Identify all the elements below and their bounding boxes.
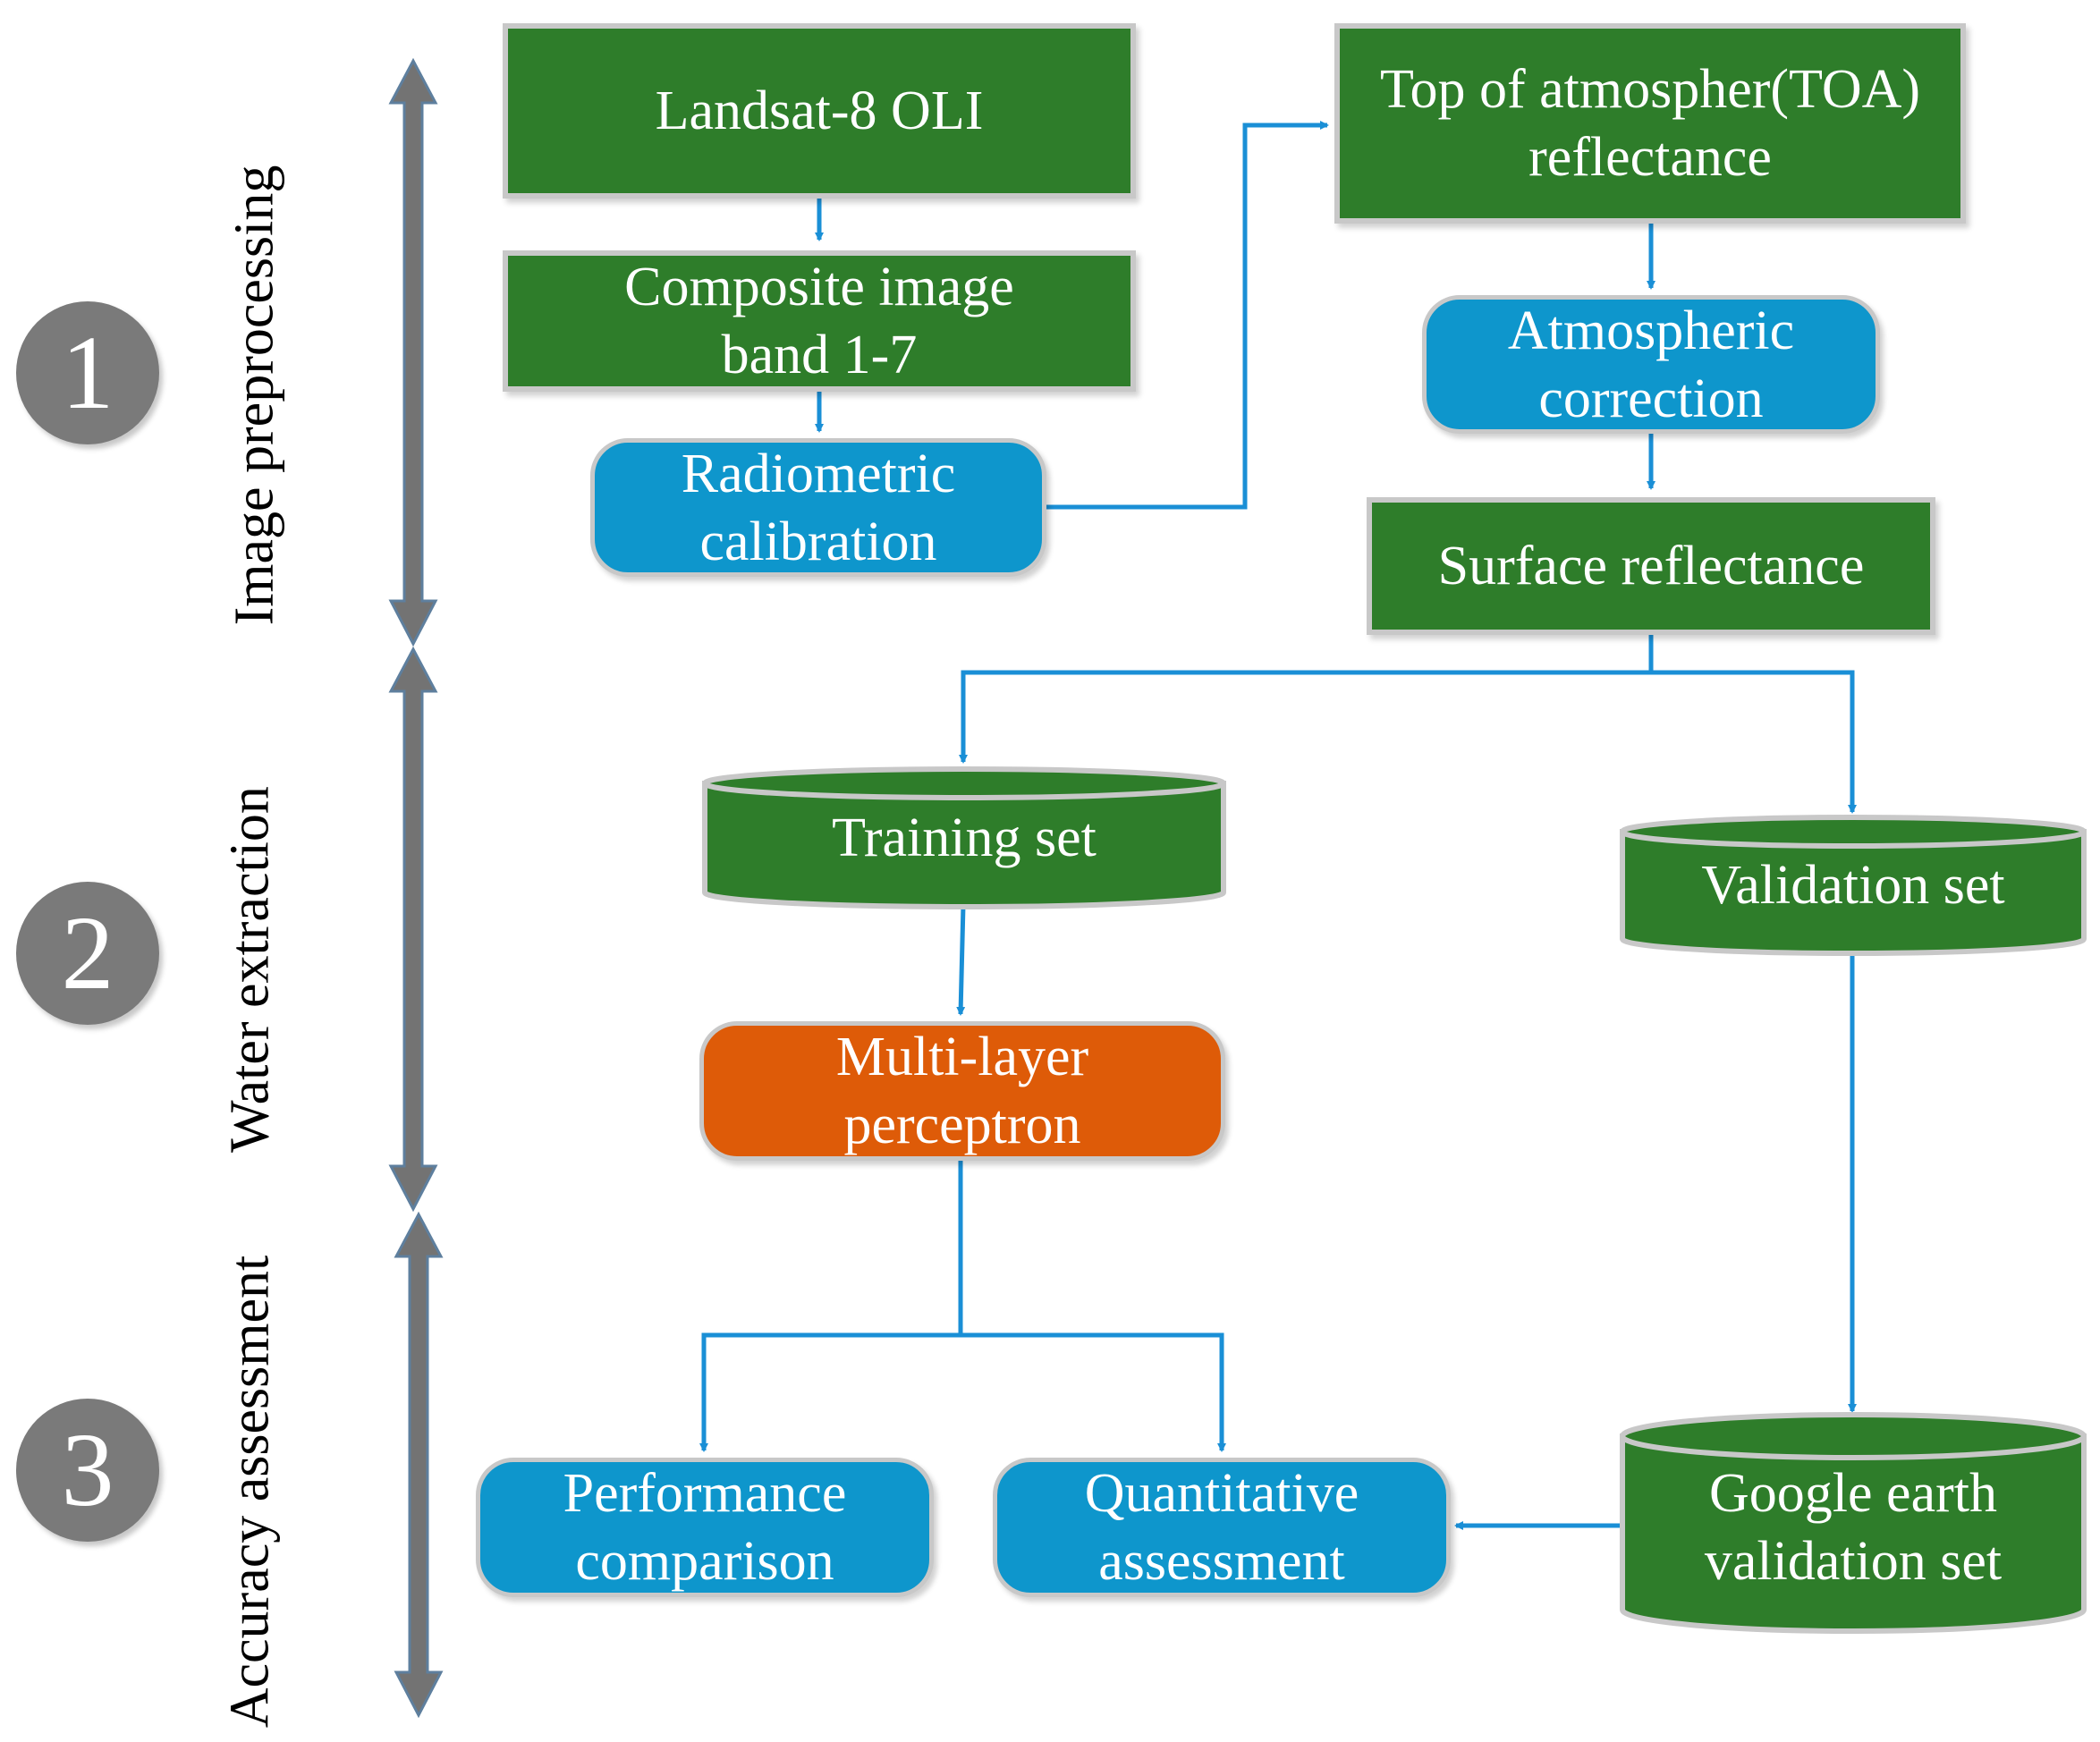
mlp-line2: perceptron bbox=[843, 1095, 1081, 1155]
validation-set-node: Validation set bbox=[1622, 835, 2084, 935]
radiometric-line1: Radiometric bbox=[681, 443, 956, 504]
arrow-surface-to-validation bbox=[1651, 670, 1857, 814]
quantitative-box: Quantitative assessment bbox=[993, 1458, 1451, 1597]
stage-1-circle: 1 bbox=[16, 301, 159, 444]
composite-box: Composite image band 1-7 bbox=[503, 250, 1136, 392]
arrow-training-to-mlp bbox=[956, 904, 966, 1016]
training-set-cylinder bbox=[702, 766, 1226, 909]
stage-1-label: Image preprocessing bbox=[224, 165, 285, 626]
arrow-mlp-to-performance bbox=[699, 1161, 963, 1452]
stage-3-number: 3 bbox=[61, 1411, 114, 1528]
radiometric-box: Radiometric calibration bbox=[590, 438, 1046, 577]
arrow-mlp-to-quantitative bbox=[961, 1332, 1226, 1452]
stage-arrow-1 bbox=[388, 57, 438, 647]
performance-line2: comparison bbox=[575, 1531, 834, 1592]
atmospheric-line1: Atmospheric bbox=[1507, 300, 1795, 361]
radiometric-line2: calibration bbox=[699, 511, 937, 572]
stage-1-number: 1 bbox=[61, 314, 114, 431]
toa-line1: Top of atmospher(TOA) bbox=[1379, 59, 1921, 120]
stage-2-label: Water extraction bbox=[219, 786, 281, 1153]
performance-line1: Performance bbox=[563, 1463, 847, 1524]
performance-box: Performance comparison bbox=[476, 1458, 934, 1597]
atmospheric-box: Atmospheric correction bbox=[1422, 295, 1880, 434]
stage-arrow-2 bbox=[388, 646, 438, 1213]
stage-arrow-3 bbox=[394, 1211, 444, 1719]
atmospheric-line2: correction bbox=[1538, 368, 1764, 429]
quantitative-line1: Quantitative bbox=[1084, 1463, 1359, 1524]
arrow-surface-to-training bbox=[959, 635, 1654, 764]
stage-2-number: 2 bbox=[61, 894, 114, 1011]
google-earth-cylinder bbox=[1620, 1412, 2087, 1634]
validation-set-cylinder bbox=[1620, 815, 2087, 956]
landsat-box: Landsat-8 OLI bbox=[503, 23, 1136, 199]
toa-line2: reflectance bbox=[1528, 127, 1772, 188]
surface-text: Surface reflectance bbox=[1437, 536, 1865, 596]
quantitative-line2: assessment bbox=[1098, 1531, 1345, 1592]
training-set-node: Training set bbox=[705, 787, 1224, 889]
training-text: Training set bbox=[832, 808, 1097, 868]
google-line2: validation set bbox=[1704, 1531, 2003, 1592]
mlp-line1: Multi-layer bbox=[835, 1027, 1089, 1087]
composite-line2: band 1-7 bbox=[721, 325, 918, 385]
google-earth-node: Google earth validation set bbox=[1622, 1447, 2084, 1608]
mlp-box: Multi-layer perceptron bbox=[699, 1021, 1225, 1161]
stage-3-label: Accuracy assessment bbox=[219, 1255, 281, 1729]
surface-box: Surface reflectance bbox=[1367, 497, 1935, 635]
google-line1: Google earth bbox=[1709, 1463, 1997, 1524]
stage-2-circle: 2 bbox=[16, 882, 159, 1025]
arrow-radiometric-to-toa bbox=[1045, 121, 1329, 510]
stage-3-circle: 3 bbox=[16, 1399, 159, 1542]
composite-line1: Composite image bbox=[624, 257, 1014, 317]
validation-text: Validation set bbox=[1701, 855, 2005, 916]
toa-box: Top of atmospher(TOA) reflectance bbox=[1334, 23, 1966, 224]
landsat-text: Landsat-8 OLI bbox=[655, 80, 984, 141]
